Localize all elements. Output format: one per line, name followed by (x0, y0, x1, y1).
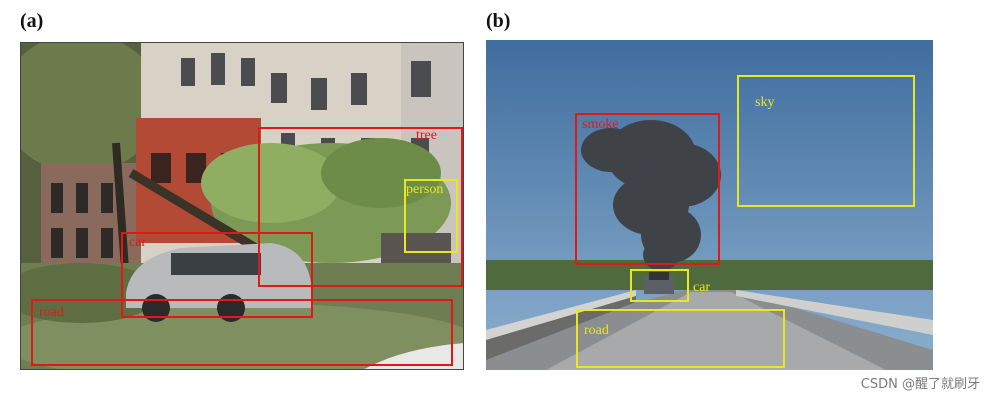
sky-box-label: sky (755, 95, 775, 110)
road-box-label: road (584, 323, 609, 338)
street-scene-image: tree person car road (20, 42, 464, 370)
car-bounding-box (121, 232, 313, 318)
street-scene-illustration (21, 43, 463, 369)
person-bounding-box (404, 179, 458, 253)
road-bounding-box (576, 309, 785, 368)
panel-a-label: (a) (20, 10, 44, 32)
car-bounding-box (630, 269, 689, 302)
sky-bounding-box (737, 75, 915, 207)
car-box-label: car (129, 235, 147, 250)
highway-scene-image: smoke sky car road (486, 40, 933, 370)
person-box-label: person (406, 182, 444, 197)
road-box-label: road (39, 305, 64, 320)
panel-b-label: (b) (486, 10, 511, 32)
smoke-box-label: smoke (582, 117, 619, 132)
watermark: CSDN @醒了就刷牙 (860, 377, 980, 392)
smoke-bounding-box (575, 113, 720, 265)
road-bounding-box (31, 299, 453, 366)
tree-box-label: tree (416, 128, 437, 143)
car-box-label: car (693, 280, 711, 295)
tree-bounding-box (258, 127, 463, 287)
